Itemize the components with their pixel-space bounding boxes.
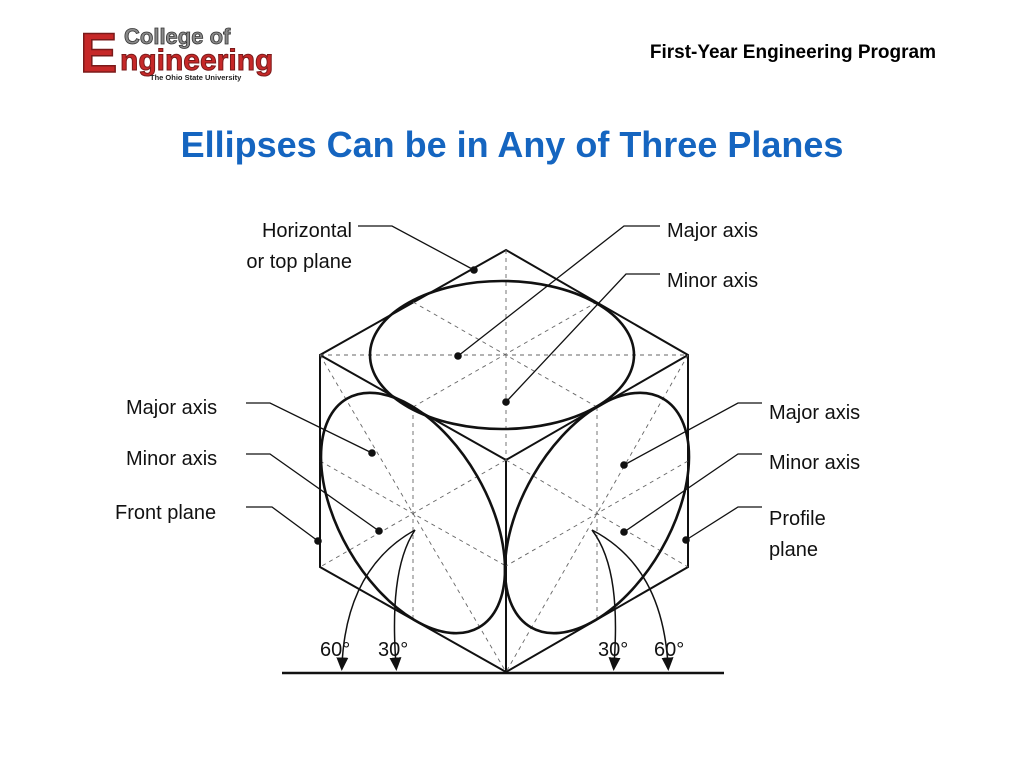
top-plane-ellipse	[368, 279, 636, 431]
right-major-axis-label: Major axis	[769, 402, 860, 424]
profile-plane-label-line1: Profile	[769, 508, 826, 530]
left-major-axis-label: Major axis	[126, 397, 217, 419]
profile-plane-label-line2: plane	[769, 539, 818, 561]
angle-60-right-label: 60°	[654, 639, 684, 661]
leader-lines	[246, 225, 762, 542]
angle-60-left-label: 60°	[320, 639, 350, 661]
top-minor-axis-label: Minor axis	[667, 270, 758, 292]
top-plane-label-line1: Horizontal	[262, 220, 352, 242]
ellipses	[319, 279, 691, 635]
profile-plane-ellipse	[503, 391, 691, 635]
logo-college-text: College of	[124, 24, 231, 49]
logo-university-text: The Ohio State University	[150, 73, 242, 82]
college-of-engineering-logo: E College of ngineering The Ohio State U…	[78, 14, 290, 86]
front-plane-label: Front plane	[115, 502, 216, 524]
leader-dots	[314, 266, 690, 545]
slide-title: Ellipses Can be in Any of Three Planes	[180, 124, 844, 165]
construction-lines	[319, 250, 689, 673]
top-plane-label-line2: or top plane	[246, 251, 352, 273]
logo-engineering-text: ngineering	[120, 44, 273, 77]
program-name: First-Year Engineering Program	[649, 42, 936, 63]
front-plane-ellipse	[319, 391, 507, 635]
angle-arcs	[336, 529, 674, 671]
logo-big-letter: E	[80, 21, 117, 84]
angle-30-right-label: 30°	[598, 639, 628, 661]
right-minor-axis-label: Minor axis	[769, 452, 860, 474]
top-major-axis-label: Major axis	[667, 220, 758, 242]
left-minor-axis-label: Minor axis	[126, 448, 217, 470]
angle-30-left-label: 30°	[378, 639, 408, 661]
